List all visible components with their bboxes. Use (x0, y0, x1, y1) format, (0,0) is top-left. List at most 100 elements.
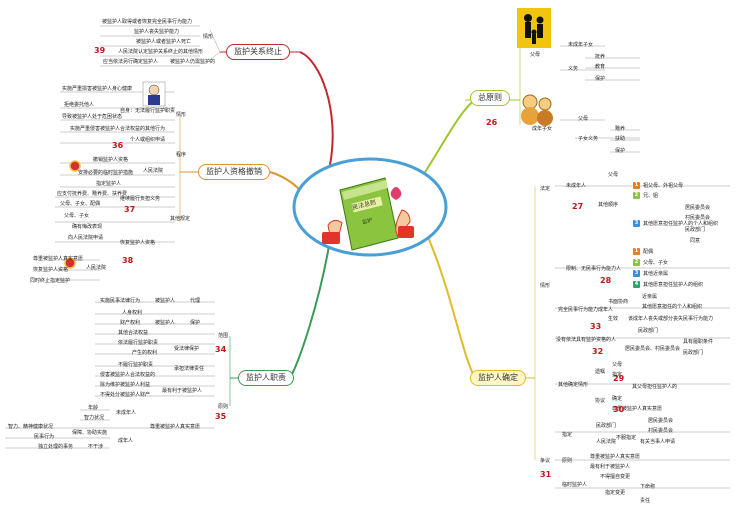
determine-supervise: 民政部门 (683, 350, 704, 356)
principle-adult-duty-3: 保护 (615, 148, 626, 154)
duty-rep-item-4: 其他合法权益 (118, 330, 149, 336)
duty-protect-item-2: 产生的权利 (132, 350, 158, 356)
determine-no-guardian-2: 居民委员会、村民委员会 (625, 346, 681, 352)
determine-principle-label: 原则 (562, 458, 573, 464)
duty-rep-item-1: 实施民事法律行为 (100, 298, 141, 304)
determine-limited-2: 父母、子女 (643, 260, 669, 266)
determine-limited-4: 其他愿意担任监护人的组织 (643, 282, 704, 288)
duty-protect-label: 受法律保护 (174, 346, 200, 352)
disqualify-court-item-3: 指定监护人 (96, 181, 122, 187)
badge-3b: 3 (633, 270, 640, 277)
determine-agreement-4: 生效 (608, 316, 619, 322)
elderly-couple-illustration (521, 94, 553, 126)
determine-agreement2-label: 协议 (595, 398, 606, 404)
connector-principle (419, 99, 476, 181)
determine-minor-label: 未成年人 (566, 183, 587, 189)
connector-termination (299, 51, 334, 166)
determine-number-b: 28 (600, 276, 612, 285)
determine-agreement-3: 其他愿意担任的个人和组织 (642, 304, 703, 310)
badge-4b: 4 (633, 281, 640, 288)
determine-dispute-label: 争议 (540, 458, 551, 464)
termination-item-2: 监护人丧失监护能力 (134, 29, 180, 35)
court-emblem-icon (69, 160, 81, 172)
connector-disqualify (269, 171, 301, 191)
determine-number-d: 32 (592, 347, 604, 356)
law-book-illustration: 民法总则 监护 (322, 177, 414, 251)
duty-number-b: 35 (215, 412, 227, 421)
determine-parents: 父母 (608, 172, 619, 178)
determine-limited-label: 限制、无民事行为能力人 (566, 266, 622, 272)
determine-will-1: 父母 (612, 362, 623, 368)
duty-rep-item-3: 财产权利 (120, 320, 141, 326)
principle-number: 26 (486, 118, 498, 127)
determine-org-4: 同意 (690, 238, 701, 244)
principle-duty-1: 抚养 (595, 54, 606, 60)
disqualify-court2-item-3: 同时终止指定监护 (30, 278, 71, 284)
badge-3: 3 (633, 220, 640, 227)
book-subtitle: 监护 (362, 217, 373, 226)
determine-designate-5: 不服指定 (616, 435, 637, 441)
disqualify-obligation-1: 应支付抚养费、赡养费、扶养费 (57, 191, 128, 197)
branch-principle[interactable]: 总原则 (470, 90, 510, 106)
duty-minor-age: 年龄 (88, 405, 99, 411)
determine-designate-3: 民政部门 (596, 423, 617, 429)
duty-rep-label-2: 代理 (190, 298, 201, 304)
termination-item-5: 应当依法另行确定监护人 (103, 59, 159, 65)
disqualify-item-2: 拒绝委托他人 (64, 102, 95, 108)
duty-minor-label: 未成年人 (116, 410, 137, 416)
determine-limited-1: 配偶 (643, 249, 654, 255)
disqualify-item-4: 实施严重侵害被监护人合法权益的其他行为 (70, 126, 166, 132)
duty-scope-label: 范围 (218, 333, 229, 339)
principle-adult-children: 成年子女 (532, 126, 553, 132)
determine-temp-3: 责任 (640, 498, 651, 504)
principle-parents-label: 父母 (530, 52, 541, 58)
disqualify-court2-label: 人民法院 (86, 265, 107, 271)
duty-adult-label-2: 不干涉 (88, 444, 104, 450)
disqualify-court2-item-1: 尊重被监护人真实意愿 (33, 256, 84, 262)
determine-situation-label: 情形 (540, 283, 551, 289)
branch-disqualify[interactable]: 监护人资格撤销 (198, 164, 270, 180)
duty-liability-item-1: 不履行监护职责 (118, 362, 154, 368)
disqualify-other-label: 其他规定 (170, 216, 191, 222)
determine-number-e: 29 (613, 374, 625, 383)
determine-designate-4: 人民法院 (596, 439, 617, 445)
principle-duty-label: 义务 (568, 66, 579, 72)
determine-no-guardian-1: 民政部门 (638, 328, 659, 334)
branch-duty[interactable]: 监护人职责 (238, 370, 294, 386)
determine-agreement-1: 书面协商 (608, 299, 629, 305)
disqualify-self-label: 自身：无法履行监护职责 (120, 108, 176, 114)
determine-agreement-2: 近亲属 (642, 294, 658, 300)
determine-designate-2: 村民委员会 (648, 428, 674, 434)
badge-2b: 2 (633, 259, 640, 266)
duty-adult-label-1: 保障、协助实施 (72, 430, 108, 436)
determine-order-2: 兄、姐 (643, 193, 659, 199)
duty-rep-item-2: 人身权利 (122, 310, 143, 316)
disqualify-court-item-2: 安排必要的临时监护措施 (78, 170, 134, 176)
determine-temp-2: 指定变更 (605, 490, 626, 496)
termination-situation-label: 情形 (203, 34, 214, 40)
duty-best-interest: 最有利于被监护人 (162, 388, 203, 394)
determine-designate-1: 居民委员会 (648, 418, 674, 424)
termination-number: 39 (94, 46, 106, 55)
determine-number-g: 31 (540, 470, 552, 479)
duty-adult-item-3: 独立处理的事务 (38, 444, 74, 450)
disqualify-continue-label: 继续履行负担义务 (120, 196, 161, 202)
termination-item-6: 被监护人仍需监护的 (170, 59, 216, 65)
judge-illustration (142, 81, 166, 107)
termination-item-4: 人民法院认定监护关系终止的其他情形 (118, 49, 204, 55)
branch-termination[interactable]: 监护关系终止 (226, 44, 290, 60)
disqualify-court-label: 人民法院 (143, 168, 164, 174)
badge-1: 1 (633, 182, 640, 189)
disqualify-restore-item-1: 确有悔改表现 (72, 224, 103, 230)
determine-no-guardian-label: 没有依法具有监护资格的人 (556, 337, 617, 343)
branch-determine[interactable]: 监护人确定 (470, 370, 526, 386)
determine-order-3: 其他愿意担任监护人的个人和组织 (643, 221, 719, 227)
determine-principle-1: 尊重被监护人真实意愿 (590, 454, 641, 460)
disqualify-number-a: 36 (112, 141, 124, 150)
duty-adult-item-2: 民事行为 (34, 434, 55, 440)
duty-best-item-2: 不得处分被监护人财产 (100, 392, 151, 398)
determine-designate-label: 指定 (562, 432, 573, 438)
duty-protect-item-1: 依法履行监护职责 (118, 340, 159, 346)
determine-principle-2: 最有利于被监护人 (590, 464, 631, 470)
disqualify-item-3: 导致被监护人处于危困状态 (62, 114, 123, 120)
